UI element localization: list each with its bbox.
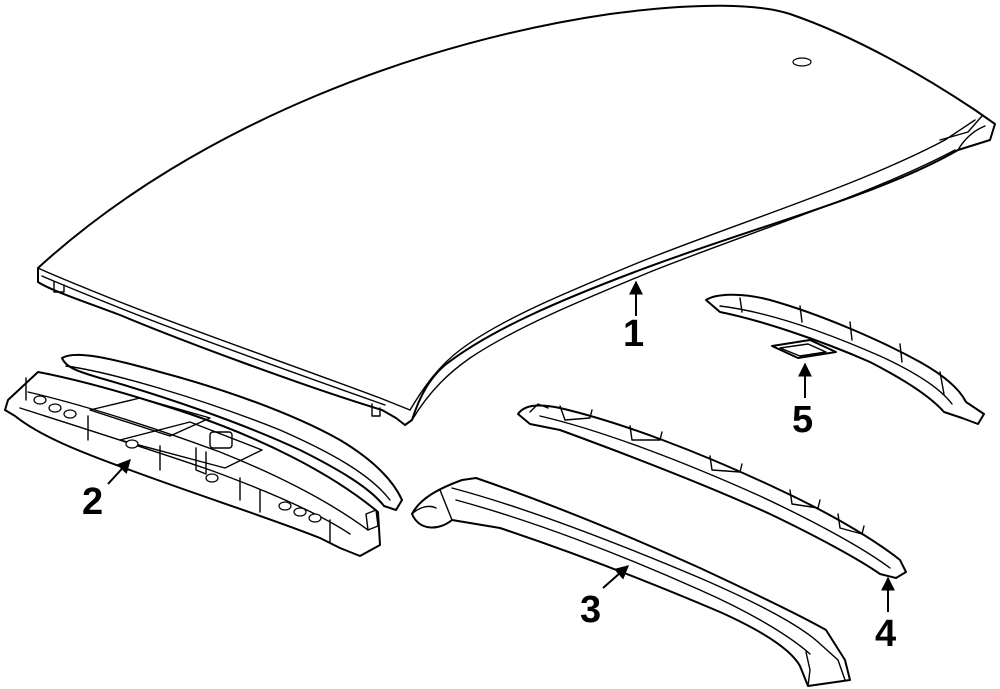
callout-label-3: 3 xyxy=(580,589,601,631)
rear-roof-rail xyxy=(411,477,851,687)
front-header xyxy=(4,353,403,557)
callout-label-4: 4 xyxy=(875,613,896,655)
callout-1: 1 xyxy=(623,280,644,355)
roof-panel xyxy=(37,4,996,426)
callout-3: 3 xyxy=(580,565,630,631)
callout-label-2: 2 xyxy=(82,481,103,523)
callout-2: 2 xyxy=(82,458,131,523)
callout-label-5: 5 xyxy=(792,399,813,441)
callout-4: 4 xyxy=(875,576,896,655)
callout-label-1: 1 xyxy=(623,313,644,355)
center-roof-bow xyxy=(517,403,907,579)
roof-reinforcement xyxy=(705,293,985,425)
callout-5: 5 xyxy=(792,362,813,441)
